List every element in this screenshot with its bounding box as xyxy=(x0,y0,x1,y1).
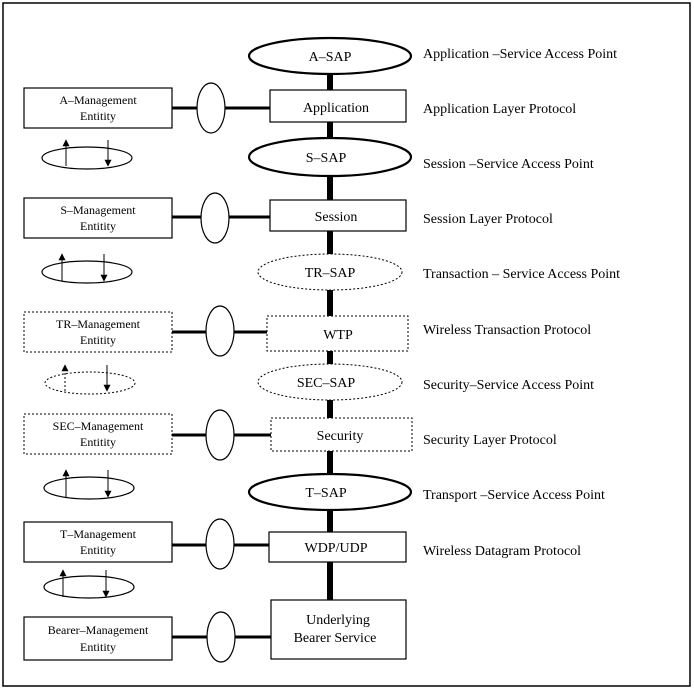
cycle-arrows-icon xyxy=(44,364,136,395)
layer-session: Session xyxy=(269,199,407,232)
cycle-arrows-icon xyxy=(43,469,135,500)
desc-wtp: Wireless Transaction Protocol xyxy=(423,323,591,338)
mgmt-sec: SEC–Management Entitity xyxy=(23,413,173,455)
mgmt-tr: TR–Management Entitity xyxy=(23,311,173,353)
desc-sap-t: Transport –Service Access Point xyxy=(423,488,605,503)
desc-app: Application Layer Protocol xyxy=(423,102,576,117)
desc-sap-a: Application –Service Access Point xyxy=(423,47,617,62)
desc-sap-sec: Security–Service Access Point xyxy=(423,378,594,393)
mgmt-s-line2: Entitity xyxy=(80,219,116,233)
desc-sap-s: Session –Service Access Point xyxy=(423,157,594,172)
layer-wtp: WTP xyxy=(266,315,409,352)
cycle-arrows-icon xyxy=(43,569,135,599)
desc-wdp: Wireless Datagram Protocol xyxy=(423,544,581,559)
sap-a-label: A–SAP xyxy=(309,50,352,65)
mgmt-a: A–Management Entitity xyxy=(23,87,173,129)
sap-tr-label: TR–SAP xyxy=(305,266,356,281)
cycle-arrows-icon xyxy=(41,139,133,170)
mgmt-t: T–Management Entitity xyxy=(23,521,173,563)
layer-application: Application xyxy=(269,89,407,123)
connector-a xyxy=(172,82,270,134)
mgmt-a-line2: Entitity xyxy=(80,109,116,123)
layer-wdp-udp-label: WDP/UDP xyxy=(304,541,367,556)
connector-bearer xyxy=(172,611,271,663)
sap-sec-label: SEC–SAP xyxy=(297,376,356,391)
layer-application-label: Application xyxy=(303,101,369,116)
sap-a: A–SAP xyxy=(247,36,413,76)
layer-security: Security xyxy=(270,417,413,452)
mgmt-sec-line2: Entitity xyxy=(80,435,116,449)
layer-bearer-line1: Underlying xyxy=(306,613,370,628)
mgmt-t-line2: Entitity xyxy=(80,543,116,557)
sap-s: S–SAP xyxy=(247,136,413,178)
mgmt-bearer-line1: Bearer–Management xyxy=(48,623,149,637)
sap-s-label: S–SAP xyxy=(306,151,347,166)
desc-sec: Security Layer Protocol xyxy=(423,433,557,448)
sap-sec: SEC–SAP xyxy=(257,363,403,401)
mgmt-sec-line1: SEC–Management xyxy=(53,419,144,433)
mgmt-bearer: Bearer–Management Entitity xyxy=(23,616,173,661)
layer-bearer-line2: Bearer Service xyxy=(294,631,377,646)
mgmt-bearer-line2: Entitity xyxy=(80,640,116,654)
connector-sec xyxy=(172,409,271,461)
descriptions: Application –Service Access Point Applic… xyxy=(423,47,620,559)
sap-t: T–SAP xyxy=(247,472,413,512)
layer-wtp-label: WTP xyxy=(323,328,353,343)
desc-sap-tr: Transaction – Service Access Point xyxy=(423,267,620,282)
layer-bearer: Underlying Bearer Service xyxy=(270,599,407,660)
mgmt-tr-line1: TR–Management xyxy=(56,317,141,331)
layer-session-label: Session xyxy=(315,210,358,225)
sap-tr: TR–SAP xyxy=(257,253,403,291)
desc-sess: Session Layer Protocol xyxy=(423,212,553,227)
sap-t-label: T–SAP xyxy=(305,486,346,501)
connector-tr xyxy=(172,305,267,357)
mgmt-t-line1: T–Management xyxy=(60,527,137,541)
layer-security-label: Security xyxy=(317,429,364,444)
mgmt-s-line1: S–Management xyxy=(60,203,136,217)
mgmt-tr-line2: Entitity xyxy=(80,333,116,347)
connector-t xyxy=(172,518,269,570)
mgmt-a-line1: A–Management xyxy=(59,93,137,107)
connector-s xyxy=(172,192,270,244)
cycle-arrows-icon xyxy=(41,253,133,284)
layer-wdp-udp: WDP/UDP xyxy=(268,531,407,563)
mgmt-s: S–Management Entitity xyxy=(23,197,173,239)
